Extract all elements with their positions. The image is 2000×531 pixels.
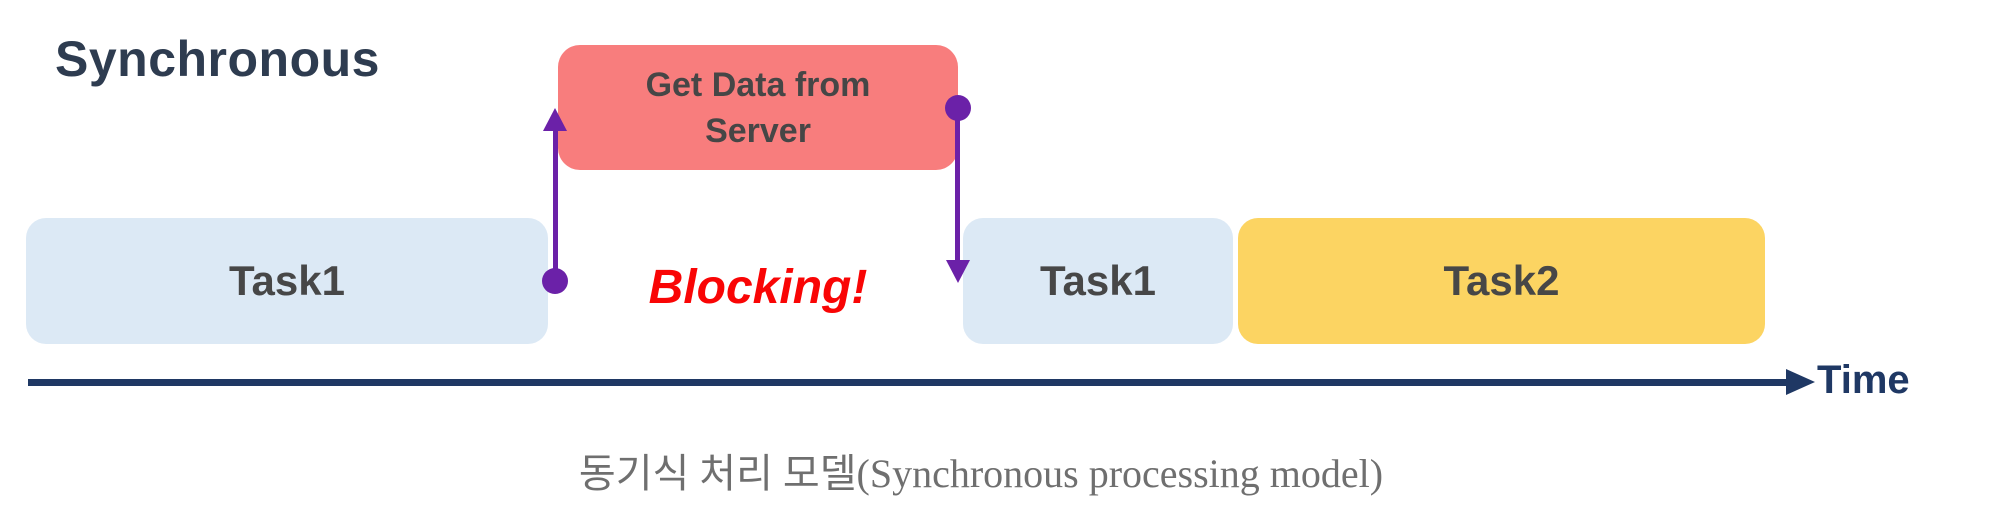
time-axis-line [28,379,1788,386]
task1-box-after-call: Task1 [963,218,1233,344]
task2-box: Task2 [1238,218,1765,344]
time-axis-label: Time [1817,358,1910,402]
request-arrowhead-up-icon [543,108,567,131]
get-data-from-server-box: Get Data from Server [558,45,958,170]
task1-box-before-call: Task1 [26,218,548,344]
server-box-label: Get Data from Server [645,65,871,150]
task1-resumed-label: Task1 [1040,257,1156,304]
task2-label: Task2 [1443,257,1560,304]
task1-label: Task1 [229,257,345,304]
request-origin-dot [542,268,568,294]
response-arrow-line [955,112,960,262]
response-arrowhead-down-icon [946,260,970,283]
blocking-label: Blocking! [648,261,868,314]
diagram-title: Synchronous [55,31,380,87]
request-arrow-line [553,126,558,284]
diagram-caption: 동기식 처리 모델(Synchronous processing model) [578,451,1384,496]
time-axis-arrowhead-icon [1786,369,1815,395]
